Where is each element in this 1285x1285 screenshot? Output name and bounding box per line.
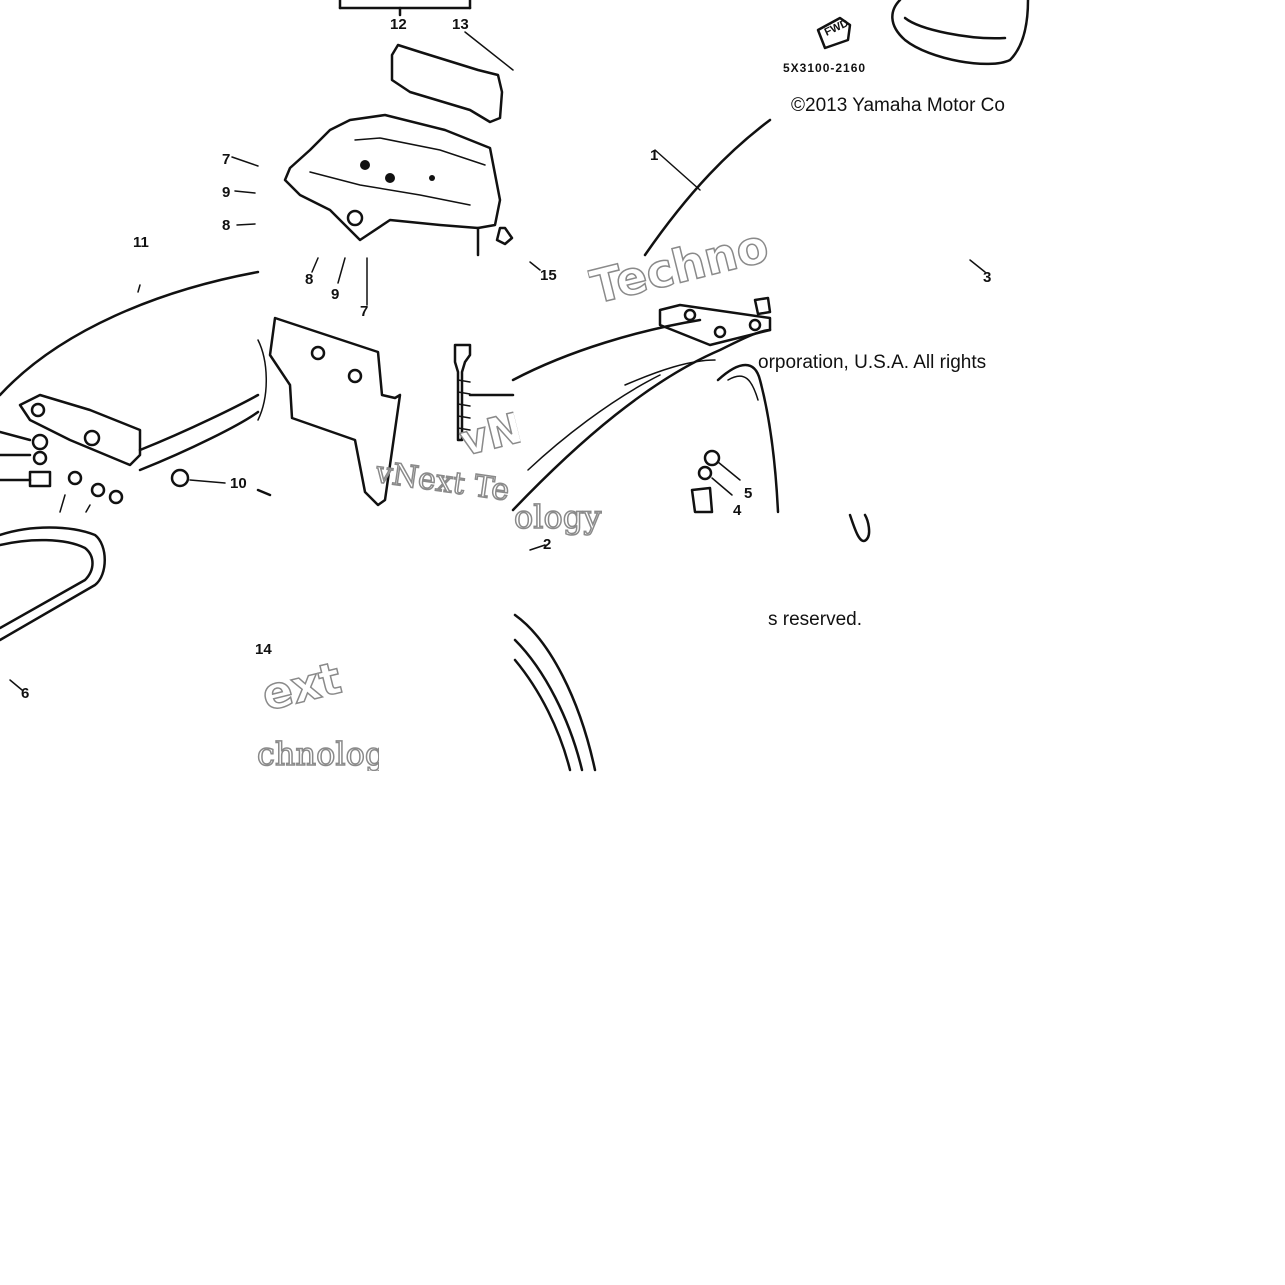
callout-15: 15 [540, 267, 557, 284]
copyright-line-1: ©2013 Yamaha Motor Co [791, 95, 1005, 116]
callout-13: 13 [452, 16, 469, 33]
copyright-line-2: orporation, U.S.A. All rights [758, 352, 987, 373]
callout-12: 12 [390, 16, 407, 33]
callout-9: 9 [222, 184, 231, 201]
callout-9-lower: 9 [331, 286, 340, 303]
callout-8-lower: 8 [305, 271, 314, 288]
copyright-line-3: s reserved. [768, 609, 862, 630]
callout-2: 2 [543, 536, 552, 553]
callout-1: 1 [650, 147, 659, 164]
watermark-chnolog: chnolog [257, 735, 379, 771]
callout-14: 14 [255, 641, 272, 658]
callout-3: 3 [983, 269, 992, 286]
callout-7: 7 [222, 151, 231, 168]
callout-11: 11 [133, 234, 149, 251]
fender-bracket-plate [256, 316, 515, 507]
rear-fender-assembly [511, 0, 1030, 772]
callout-10: 10 [230, 475, 247, 492]
callout-6: 6 [21, 685, 30, 702]
part-code: 5X3100-2160 [783, 61, 867, 75]
callout-5: 5 [744, 485, 753, 502]
callout-4: 4 [733, 502, 742, 519]
callout-8: 8 [222, 217, 231, 234]
seat-bracket-assembly [0, 0, 541, 691]
callout-7-lower: 7 [360, 303, 369, 320]
watermark-ology: ology [514, 498, 602, 536]
